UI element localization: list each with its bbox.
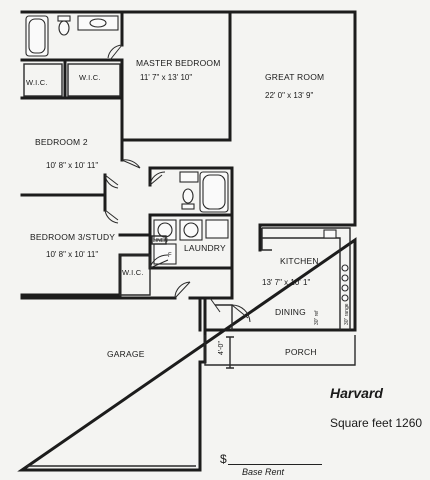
kitchen-note-right: 30" range bbox=[344, 303, 350, 325]
rent-blank-line bbox=[228, 464, 322, 465]
laundry-label: LAUNDRY bbox=[184, 243, 226, 253]
base-rent-label: Base Rent bbox=[242, 467, 285, 477]
bedroom2-dims: 10' 8" x 10' 11" bbox=[46, 161, 98, 170]
wic1-label: W.I.C. bbox=[26, 78, 48, 87]
wic2-label: W.I.C. bbox=[79, 73, 101, 82]
bath-fixtures bbox=[25, 15, 119, 57]
porch-outline bbox=[204, 335, 356, 366]
porch-label: PORCH bbox=[285, 347, 317, 357]
laundry-appliances bbox=[153, 219, 229, 265]
plan-name: Harvard bbox=[330, 385, 383, 401]
wic3-label: W.I.C. bbox=[122, 268, 144, 277]
currency-symbol: $ bbox=[220, 452, 227, 466]
master-bedroom-label: MASTER BEDROOM bbox=[136, 58, 221, 68]
kitchen-counters bbox=[261, 227, 351, 330]
kitchen-label: KITCHEN bbox=[280, 256, 319, 266]
bedroom3-dims: 10' 8" x 10' 11" bbox=[46, 250, 98, 259]
bedroom2-label: BEDROOM 2 bbox=[35, 137, 88, 147]
door-swings bbox=[104, 44, 251, 323]
furnace-label: F bbox=[168, 253, 172, 259]
kitchen-dims: 13' 7" x 10' 1" bbox=[262, 278, 310, 287]
hall-bath-fixtures bbox=[179, 171, 229, 213]
kitchen-note-left: 30" ref bbox=[314, 310, 320, 325]
linen-label: LINEN bbox=[153, 238, 168, 244]
master-bedroom-dims: 11' 7" x 13' 10" bbox=[140, 73, 192, 82]
great-room-label: GREAT ROOM bbox=[265, 72, 324, 82]
great-room-dims: 22' 0" x 13' 9" bbox=[265, 91, 313, 100]
garage-label: GARAGE bbox=[107, 349, 145, 359]
exterior-wall bbox=[17, 10, 357, 472]
interior-walls bbox=[20, 10, 357, 332]
bedroom3-label: BEDROOM 3/STUDY bbox=[30, 232, 115, 242]
porch-depth: 4'-0" bbox=[218, 341, 225, 355]
dining-label: DINING bbox=[275, 307, 306, 317]
square-feet: Square feet 1260 bbox=[330, 416, 423, 430]
